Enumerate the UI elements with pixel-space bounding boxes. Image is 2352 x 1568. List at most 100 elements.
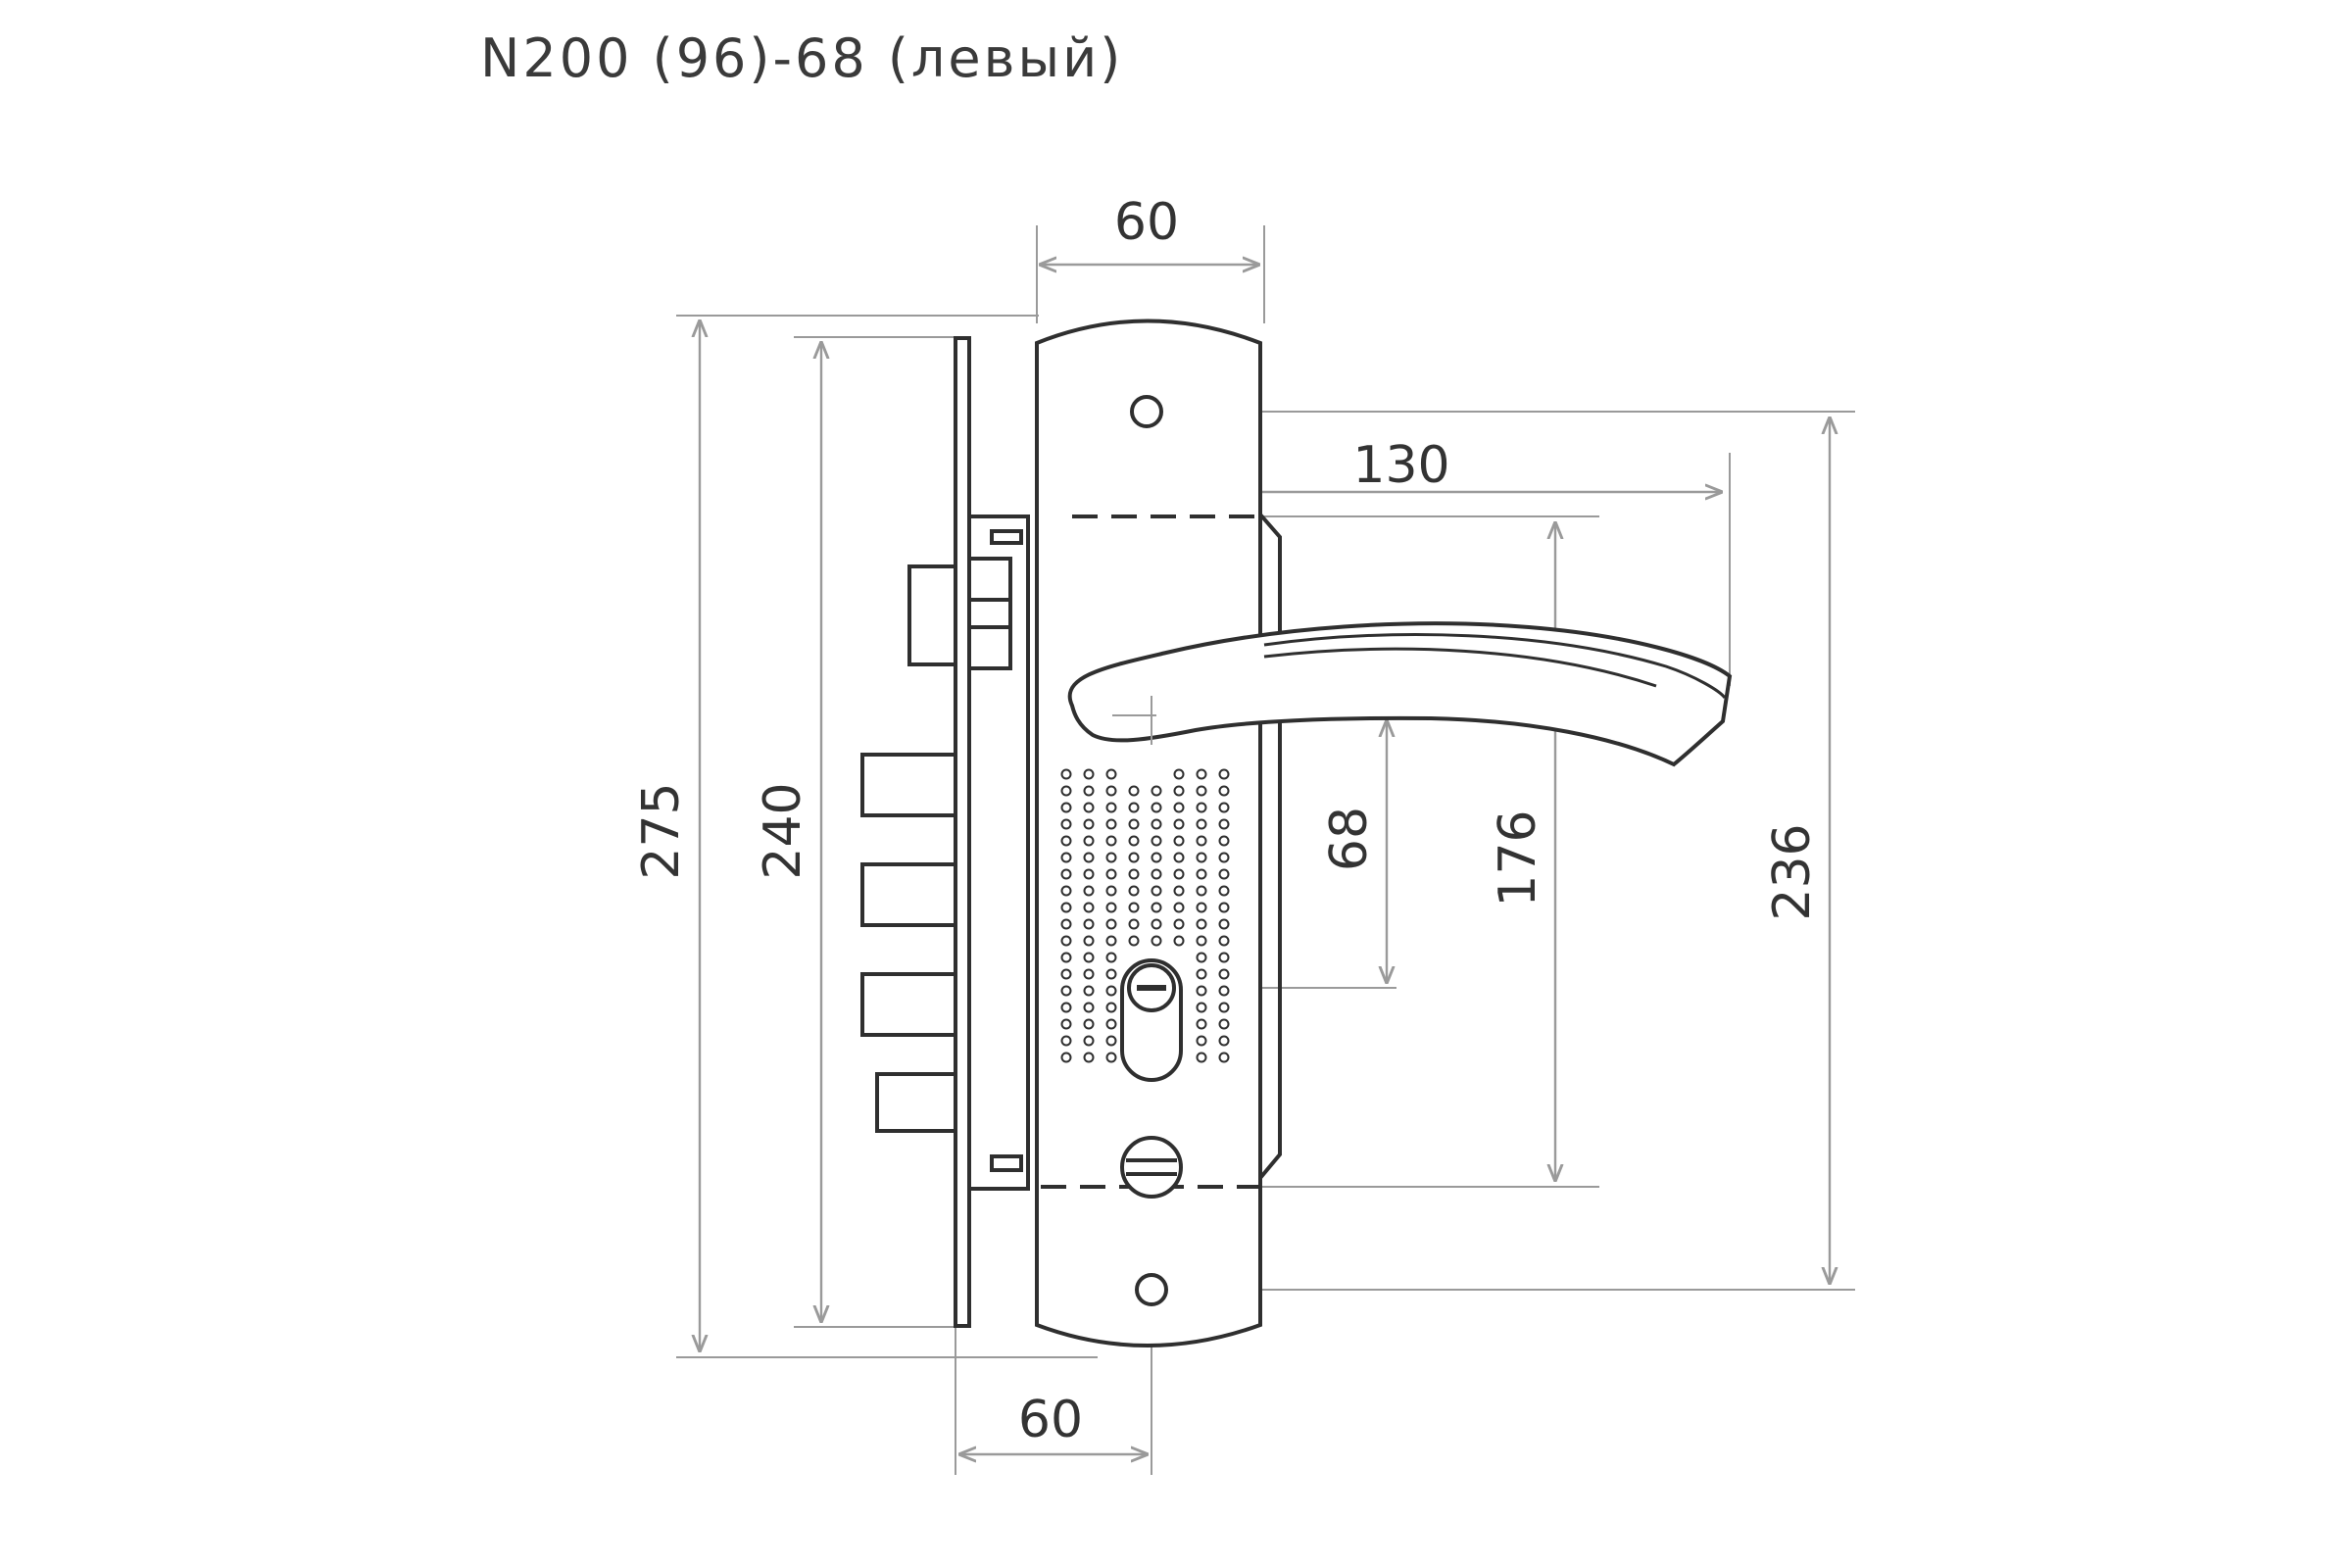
perforation-dot — [1196, 1018, 1207, 1030]
perforation-dot — [1083, 818, 1095, 830]
backplate-outline — [1035, 318, 1262, 1348]
perforation-dot — [1196, 902, 1207, 913]
perforation-dot — [1083, 1052, 1095, 1063]
perforation-dot — [1060, 1052, 1072, 1063]
perforation-dot — [1196, 918, 1207, 930]
perforation-dot — [1083, 835, 1095, 847]
perforation-dot — [1105, 935, 1117, 947]
perforation-dot — [1060, 968, 1072, 980]
escutcheon — [1035, 318, 1282, 1348]
perforation-dot — [1105, 852, 1117, 863]
perforation-dot — [1060, 902, 1072, 913]
perforation-dot — [1083, 1035, 1095, 1047]
extension-lines — [676, 225, 1855, 1475]
perforation-dot — [1128, 868, 1140, 880]
perforation-dot — [1218, 902, 1230, 913]
perforation-dot — [1060, 952, 1072, 963]
perforation-dot — [1083, 902, 1095, 913]
thumbturn-icon — [1120, 1136, 1183, 1199]
perforation-dot — [1218, 785, 1230, 797]
perforation-dot — [1083, 885, 1095, 897]
perforation-dot — [1105, 1018, 1117, 1030]
perforation-dot — [1196, 1035, 1207, 1047]
perforation-dot — [1218, 868, 1230, 880]
perforation-dot — [1060, 785, 1072, 797]
perforation-dot — [1196, 785, 1207, 797]
perforation-dot — [1128, 935, 1140, 947]
perforation-dot — [1173, 852, 1185, 863]
label-176: 176 — [1489, 809, 1547, 906]
perforation-dot — [1151, 902, 1162, 913]
perforation-dot — [1128, 835, 1140, 847]
label-275: 275 — [632, 782, 691, 879]
case-slot-bottom — [990, 1154, 1023, 1172]
perforation-dot — [1173, 885, 1185, 897]
lever-handle — [1067, 621, 1733, 767]
perforation-dot — [1083, 935, 1095, 947]
perforation-dot — [1105, 952, 1117, 963]
perforation-dot — [1196, 868, 1207, 880]
perforation-dot — [1151, 935, 1162, 947]
perforation-dot — [1173, 768, 1185, 780]
perforation-dot — [1083, 968, 1095, 980]
perforation-dot — [1060, 918, 1072, 930]
perforation-dot — [1173, 935, 1185, 947]
perforation-dot — [1128, 918, 1140, 930]
perforation-dot — [1196, 885, 1207, 897]
perforation-dot — [1196, 818, 1207, 830]
perforation-dot — [1105, 1002, 1117, 1013]
drawing-title: N200 (96)-68 (левый) — [480, 27, 1124, 89]
perforation-dot — [1083, 985, 1095, 997]
perforation-dot — [1105, 835, 1117, 847]
perforation-dot — [1128, 785, 1140, 797]
perforation-dot — [1105, 918, 1117, 930]
perforation-dot — [1196, 768, 1207, 780]
perforation-dot — [1083, 1002, 1095, 1013]
perforation-dot — [1218, 1002, 1230, 1013]
perforation-dot — [1173, 785, 1185, 797]
perforation-dot — [1083, 952, 1095, 963]
perforation-dot — [1060, 935, 1072, 947]
perforation-dot — [1128, 852, 1140, 863]
perforation-dot — [1128, 818, 1140, 830]
perforation-dot — [1083, 1018, 1095, 1030]
perforation-dot — [1151, 802, 1162, 813]
perforation-dot — [1218, 1052, 1230, 1063]
perforation-dot — [1218, 952, 1230, 963]
perforation-dot — [1173, 868, 1185, 880]
perforation-dot — [1196, 985, 1207, 997]
perforation-dot — [1218, 818, 1230, 830]
perforation-dot — [1105, 968, 1117, 980]
perforation-dot — [1196, 968, 1207, 980]
perforation-dot — [1128, 802, 1140, 813]
perforation-dot — [1173, 918, 1185, 930]
latch-block-lower — [967, 625, 1012, 670]
perforation-dot — [1151, 868, 1162, 880]
perforation-dot — [1060, 868, 1072, 880]
perforation-dot — [1105, 985, 1117, 997]
perforation-dot — [1218, 918, 1230, 930]
perforation-dot — [1173, 818, 1185, 830]
perforation-dot — [1151, 818, 1162, 830]
perforation-dot — [1060, 1035, 1072, 1047]
perforation-dot — [1218, 1018, 1230, 1030]
latch-block-upper — [967, 557, 1012, 602]
perforation-dot — [1060, 885, 1072, 897]
perforation-dot — [1218, 885, 1230, 897]
deadbolt-4 — [875, 1072, 957, 1133]
backplate-side-profile — [1258, 513, 1282, 1180]
perforation-dot — [1060, 768, 1072, 780]
perforation-dot — [1128, 885, 1140, 897]
perforation-dot — [1105, 1052, 1117, 1063]
dimension-labels: 60 130 60 275 240 68 176 236 — [632, 193, 1822, 1449]
perforation-dot — [1060, 818, 1072, 830]
lever-outline — [1067, 621, 1733, 767]
perforation-dot — [1060, 802, 1072, 813]
perforation-dot — [1105, 902, 1117, 913]
lock-faceplate — [954, 336, 971, 1328]
perforation-dot — [1105, 868, 1117, 880]
perforation-dot — [1105, 1035, 1117, 1047]
perforation-dot — [1083, 852, 1095, 863]
perforation-dot — [1218, 852, 1230, 863]
perforation-dot — [1151, 852, 1162, 863]
